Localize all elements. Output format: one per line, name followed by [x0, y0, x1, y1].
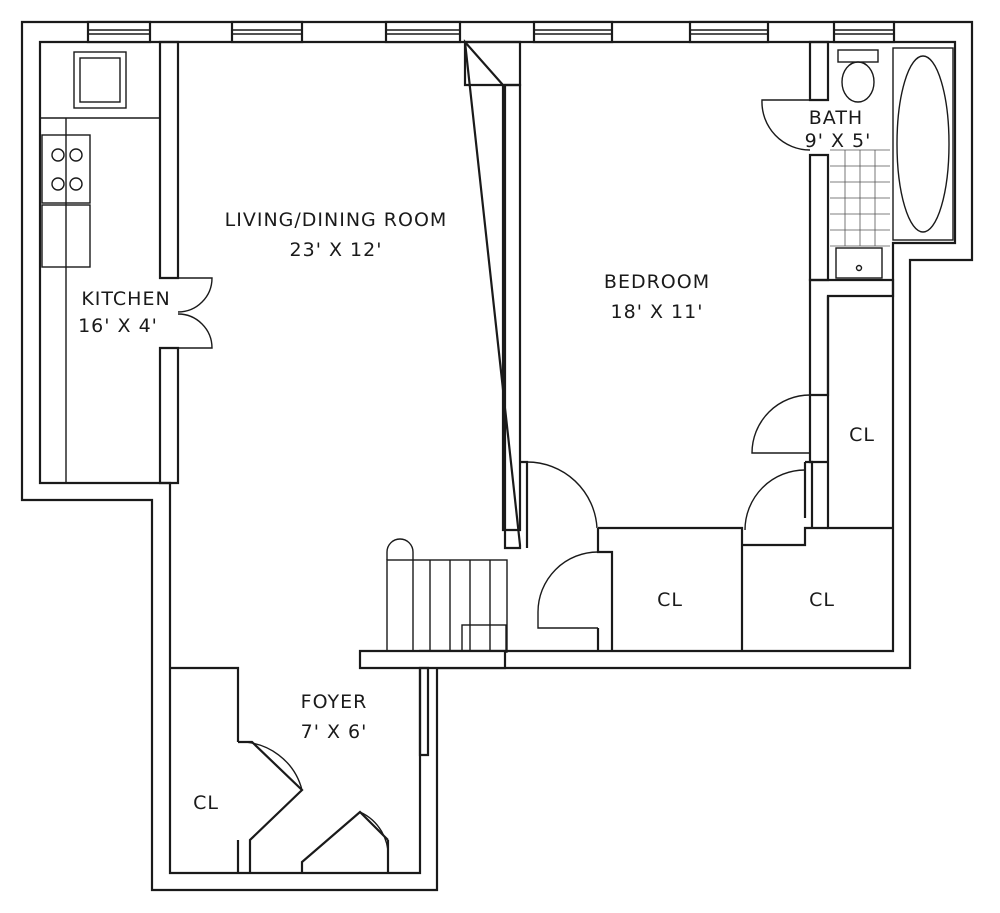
bedroom-door: [520, 460, 598, 548]
closet-hall-right-label: CL: [809, 589, 835, 611]
bath-size: 9' X 5': [805, 130, 872, 152]
kitchen-label: KITCHEN 16' X 4': [78, 288, 170, 337]
foyer-label: FOYER 7' X 6': [301, 691, 368, 743]
bath-name: BATH: [809, 107, 863, 129]
kitchen-door: [177, 277, 213, 349]
closet-foyer-label: CL: [193, 792, 219, 814]
foyer-name: FOYER: [301, 691, 368, 713]
bedroom-name: BEDROOM: [604, 271, 710, 293]
entry-door: [359, 811, 389, 861]
bedroom-size: 18' X 11': [611, 301, 704, 323]
hall-left-closet-door: [537, 551, 599, 629]
living-room-size: 23' X 12': [290, 239, 383, 261]
living-bedroom-wall: [463, 39, 522, 550]
hall-right-closet-door: [744, 469, 806, 531]
bathtub: [892, 47, 954, 241]
kitchen-fixtures: [40, 51, 160, 483]
windows: [86, 20, 896, 44]
bath-door: [761, 99, 811, 151]
sink: [835, 247, 883, 279]
counter: [41, 204, 91, 268]
closet-right-walls: [808, 296, 893, 530]
refrigerator: [73, 51, 127, 109]
kitchen-wall: [158, 40, 180, 485]
closet-bedroom-right-label: CL: [849, 424, 875, 446]
closet-hall-left-label: CL: [657, 589, 683, 611]
foyer-walls: [170, 649, 507, 873]
stove: [41, 134, 91, 204]
bath-label: BATH 9' X 5': [805, 107, 872, 152]
bedroom-label: BEDROOM 18' X 11': [604, 271, 710, 323]
toilet-tank: [837, 49, 879, 63]
kitchen-name: KITCHEN: [81, 288, 170, 310]
living-room-name: LIVING/DINING ROOM: [225, 209, 448, 231]
bath-tile: [830, 149, 890, 247]
toilet: [841, 61, 875, 103]
living-room-label: LIVING/DINING ROOM 23' X 12': [225, 209, 448, 261]
closet-right-door: [751, 394, 811, 454]
foyer-closet-door: [237, 741, 303, 791]
bath-fixtures: [830, 47, 954, 279]
foyer-size: 7' X 6': [301, 721, 368, 743]
exterior-wall: [20, 20, 974, 892]
bath-wall: [808, 40, 895, 397]
stair: [386, 538, 508, 653]
kitchen-size: 16' X 4': [78, 315, 158, 337]
hall-closet-walls: [596, 460, 828, 651]
